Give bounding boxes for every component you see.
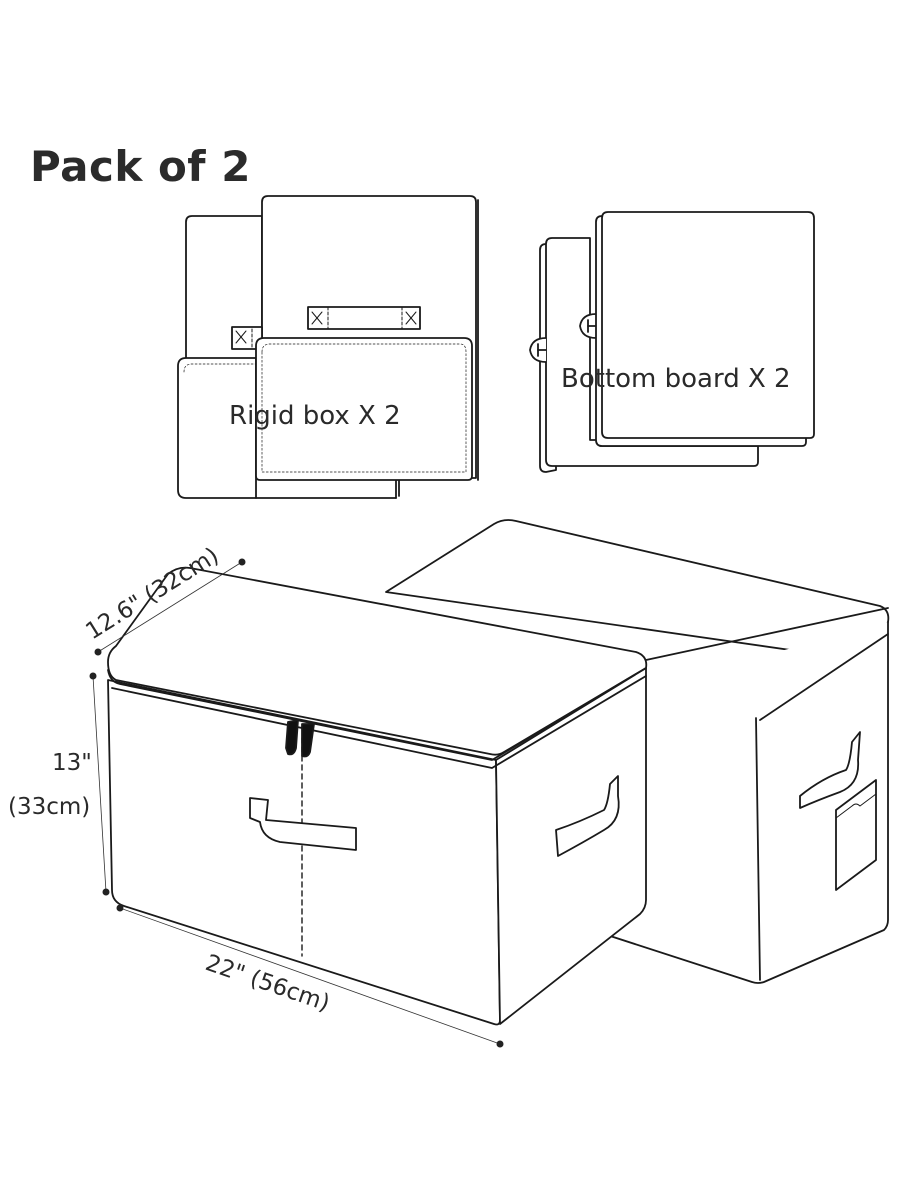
page-title: Pack of 2	[30, 142, 251, 191]
bottom-board-panels-icon	[529, 211, 815, 473]
bottom-board-label: Bottom board X 2	[561, 364, 791, 394]
rigid-box-label: Rigid box X 2	[229, 401, 401, 431]
height-dimension-cm-label: (33cm)	[8, 794, 90, 820]
dimension-lines	[89, 558, 504, 1048]
height-dimension-inches-label: 13"	[52, 750, 92, 776]
storage-box-back	[385, 519, 890, 984]
rigid-box-panels-icon	[177, 195, 479, 499]
storage-box-front	[107, 566, 648, 1026]
